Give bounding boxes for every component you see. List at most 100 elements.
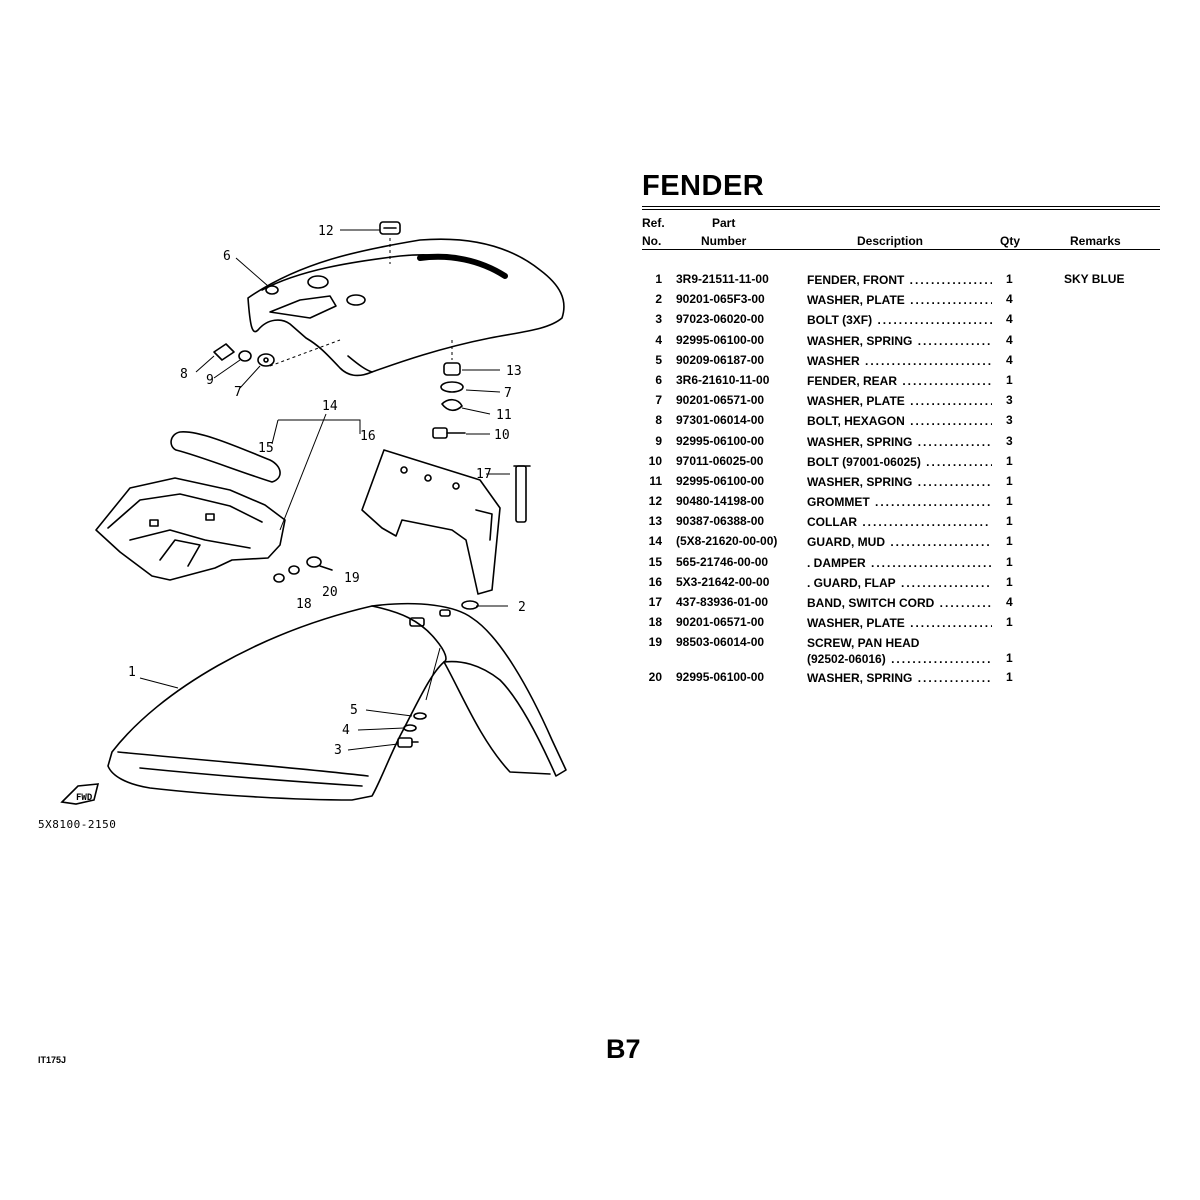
- bolt-8-part: [213, 343, 235, 361]
- table-row: 14(5X8-21620-00-00)GUARD, MUD ..........…: [642, 534, 1160, 554]
- collar-part: [443, 362, 461, 376]
- part-number: 98503-06014-00: [676, 635, 765, 650]
- description-text: GROMMET: [807, 495, 870, 510]
- bolt-10-part: [432, 427, 466, 439]
- drawing-code: 5X8100-2150: [38, 818, 117, 831]
- description-text: WASHER: [807, 353, 860, 368]
- part-number: 3R6-21610-11-00: [676, 372, 770, 387]
- description: WASHER, PLATE ........................: [807, 393, 992, 409]
- callout-13: 13: [506, 364, 522, 379]
- description: BOLT (3XF) ........................: [807, 312, 992, 328]
- description: . DAMPER ........................: [807, 555, 992, 571]
- screw-19-part: [306, 556, 333, 571]
- leader-dots: ........................: [901, 575, 992, 590]
- quantity: 1: [1006, 272, 1013, 286]
- leader-dots: ........................: [939, 596, 992, 610]
- leader-dots: ........................: [917, 333, 992, 348]
- leader-dots: ........................: [869, 495, 992, 510]
- washer-11-part: [441, 398, 463, 412]
- part-number: 90201-06571-00: [676, 615, 765, 630]
- description: FENDER, REAR ........................: [807, 373, 992, 389]
- header-part: Part: [712, 216, 736, 230]
- description: BOLT, HEXAGON ........................: [807, 413, 992, 429]
- header-remarks: Remarks: [1070, 234, 1121, 248]
- part-number: 92995-06100-00: [676, 670, 765, 685]
- part-number: 90201-06571-00: [676, 393, 765, 408]
- leader-dots: ........................: [902, 373, 992, 388]
- callout-2: 2: [518, 600, 526, 615]
- quantity: 1: [1006, 372, 1013, 387]
- quantity: 4: [1006, 312, 1013, 327]
- ref-no: 4: [655, 332, 662, 347]
- ref-no: 14: [648, 534, 662, 549]
- callout-16: 16: [360, 429, 376, 444]
- rear-fender-part: [247, 238, 565, 377]
- leader-dots: ........................: [891, 652, 992, 667]
- callout-17: 17: [476, 467, 492, 482]
- quantity: 1: [1006, 514, 1013, 529]
- page-title: FENDER: [642, 170, 765, 202]
- ref-no: 2: [655, 292, 662, 307]
- ref-no: 9: [655, 433, 662, 448]
- callout-numbers: 12 6 8 9 7 13 7 11 10 14 15 16 17 18 19 …: [128, 224, 526, 758]
- leader-dots: ........................: [857, 515, 991, 530]
- quantity: 1: [1006, 554, 1013, 569]
- description-text: WASHER, SPRING: [807, 434, 913, 449]
- title-rule-bottom: [642, 209, 1160, 210]
- callout-5: 5: [350, 703, 358, 718]
- flap-guard-part: [361, 449, 501, 595]
- title-rule-top: [642, 206, 1160, 207]
- ref-no: 18: [648, 615, 662, 630]
- description: BOLT (97001-06025) .....................…: [807, 454, 992, 470]
- bolt-3-part: [397, 737, 419, 748]
- damper-part: [170, 431, 281, 483]
- header-description: Description: [857, 234, 924, 248]
- part-number: 90387-06388-00: [676, 514, 765, 529]
- description-text: . DAMPER: [807, 555, 866, 570]
- quantity: 3: [1006, 433, 1013, 448]
- description: WASHER, PLATE ........................: [807, 615, 992, 631]
- header-ref: Ref.: [642, 216, 665, 230]
- part-number: 90201-065F3-00: [676, 292, 765, 307]
- callout-12: 12: [318, 224, 334, 239]
- leader-dots: ........................: [910, 616, 992, 631]
- header-rule: [642, 249, 1160, 250]
- quantity: 1: [1006, 615, 1013, 630]
- leader-dots: ........................: [917, 434, 992, 449]
- front-fender-part: [107, 602, 567, 801]
- leader-dots: ........................: [926, 454, 992, 469]
- washer-18-part: [273, 573, 285, 583]
- description-text: . GUARD, FLAP: [807, 575, 896, 590]
- quantity: 3: [1006, 413, 1013, 428]
- callout-19: 19: [344, 571, 360, 586]
- callout-15: 15: [258, 441, 274, 456]
- callout-1: 1: [128, 665, 136, 680]
- leader-dots: ........................: [917, 474, 992, 489]
- washer-20-part: [288, 565, 300, 575]
- callout-10: 10: [494, 428, 510, 443]
- ref-no: 3: [655, 312, 662, 327]
- header-no: No.: [642, 234, 662, 248]
- washer-9-part: [238, 350, 252, 362]
- ref-no: 17: [648, 595, 662, 609]
- grommet-part: [379, 221, 401, 235]
- description-text: BAND, SWITCH CORD: [807, 596, 935, 610]
- ref-no: 15: [648, 554, 662, 569]
- ref-no: 11: [649, 473, 662, 488]
- remarks: SKY BLUE: [1064, 272, 1125, 286]
- part-number: 97011-06025-00: [676, 453, 764, 468]
- quantity: 4: [1006, 352, 1013, 367]
- description: . GUARD, FLAP ........................: [807, 575, 992, 591]
- callout-4: 4: [342, 723, 350, 738]
